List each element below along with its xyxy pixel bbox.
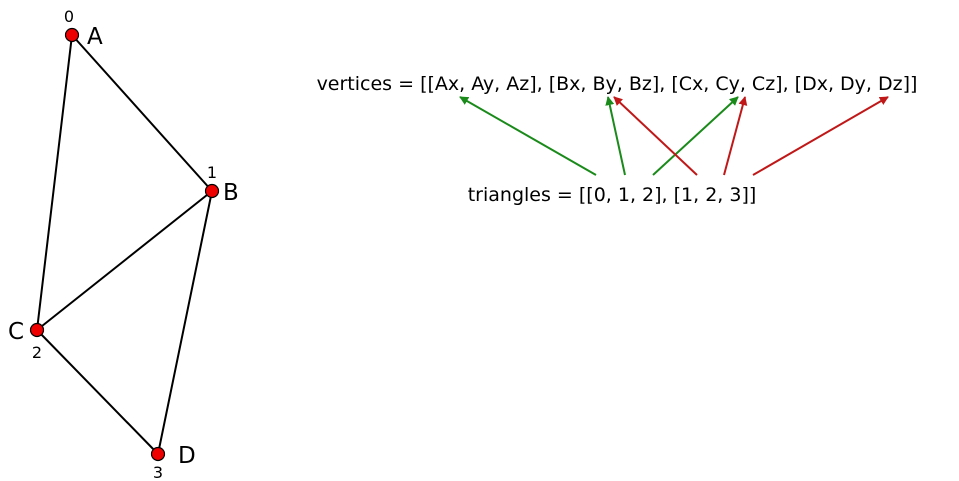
triangles-array-text: triangles = [[0, 1, 2], [1, 2, 3]] [468,184,757,206]
mesh-edges [36,34,213,455]
vertex-b: 1 B [204,163,239,206]
vertex-a: 0 A [64,7,103,50]
vertex-d-index: 3 [153,463,163,481]
vertex-a-dot [64,27,80,43]
vertex-c: C 2 [8,319,45,362]
vertex-a-label: A [87,24,103,50]
index-arrows [459,96,889,176]
arrow-triangle1-index2-to-c [723,96,748,176]
edge-c-d [36,329,159,455]
vertex-d-dot [150,446,166,462]
vertex-c-label: C [8,319,24,345]
mesh-vertices: 0 A 1 B C 2 D 3 [8,7,239,481]
arrow-triangle0-index0-to-a [459,96,597,176]
vertex-c-dot [29,322,45,338]
vertex-c-index: 2 [32,343,42,362]
edge-b-c [36,190,213,331]
vertex-a-index: 0 [64,7,74,26]
vertices-array-text: vertices = [[Ax, Ay, Az], [Bx, By, Bz], … [317,73,918,95]
arrow-triangle1-index3-to-d [752,96,889,176]
vertex-d: D 3 [150,443,196,481]
vertex-b-index: 1 [207,163,217,182]
edge-a-b [71,34,213,192]
arrow-triangle1-index1-to-b [613,96,698,176]
edge-b-d [157,190,213,455]
arrow-triangle0-index1-to-b [605,96,626,176]
vertex-d-label: D [178,443,196,469]
arrow-triangle0-index2-to-c [652,96,739,176]
vertex-b-dot [204,183,220,199]
edge-a-c [36,34,73,331]
vertex-b-label: B [223,180,239,206]
